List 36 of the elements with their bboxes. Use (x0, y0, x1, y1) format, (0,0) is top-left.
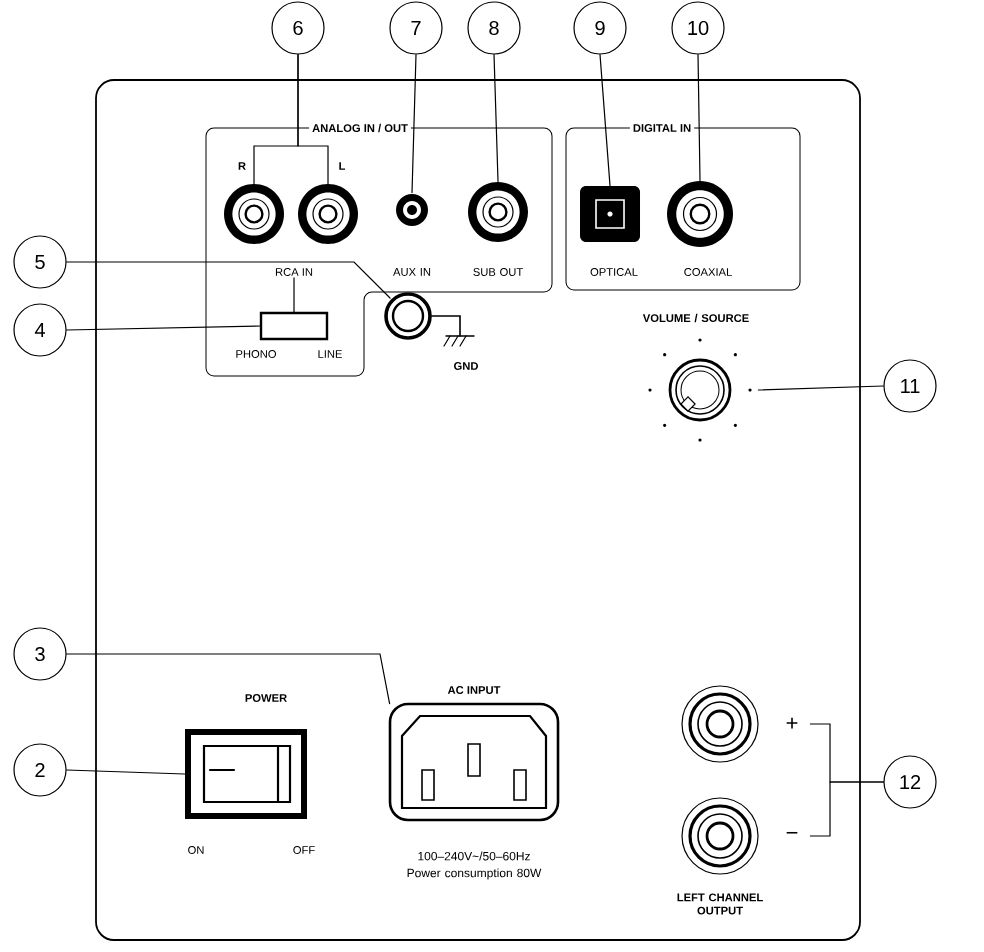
callout-number: 6 (271, 1, 325, 55)
callout-number: 7 (389, 1, 443, 55)
leader-line (297, 54, 329, 185)
leader-line (493, 54, 499, 183)
node-label: − (786, 831, 798, 834)
callout-number: 9 (573, 1, 627, 55)
rca-jack (667, 181, 733, 247)
callout-number: 3 (13, 627, 67, 681)
leader-line (66, 769, 186, 775)
rca-jack (224, 184, 284, 244)
callout-number: 8 (467, 1, 521, 55)
leader-line (66, 653, 391, 705)
optical-port (580, 186, 640, 242)
callout-number: 10 (671, 1, 725, 55)
speaker-terminal: + (681, 685, 798, 763)
rca-jack (298, 184, 358, 244)
callout-number: 2 (13, 743, 67, 797)
leader-line (293, 277, 295, 314)
leader-line (411, 54, 417, 194)
callout-number: 12 (883, 755, 937, 809)
volume-knob (648, 338, 752, 442)
rca-jack (468, 182, 528, 242)
callout-number: 11 (883, 359, 937, 413)
jack-socket (384, 292, 475, 347)
leader-line (599, 54, 611, 187)
speaker-terminal: − (681, 797, 798, 875)
node-label: + (786, 717, 798, 729)
callout-number: 5 (13, 235, 67, 289)
leader-line (66, 325, 262, 331)
selector-switch (259, 311, 329, 341)
leader-line (809, 781, 884, 837)
leader-line (66, 261, 391, 299)
leader-line (697, 54, 701, 182)
callout-number: 4 (13, 303, 67, 357)
leader-line (757, 385, 884, 391)
aux-jack (396, 194, 428, 226)
